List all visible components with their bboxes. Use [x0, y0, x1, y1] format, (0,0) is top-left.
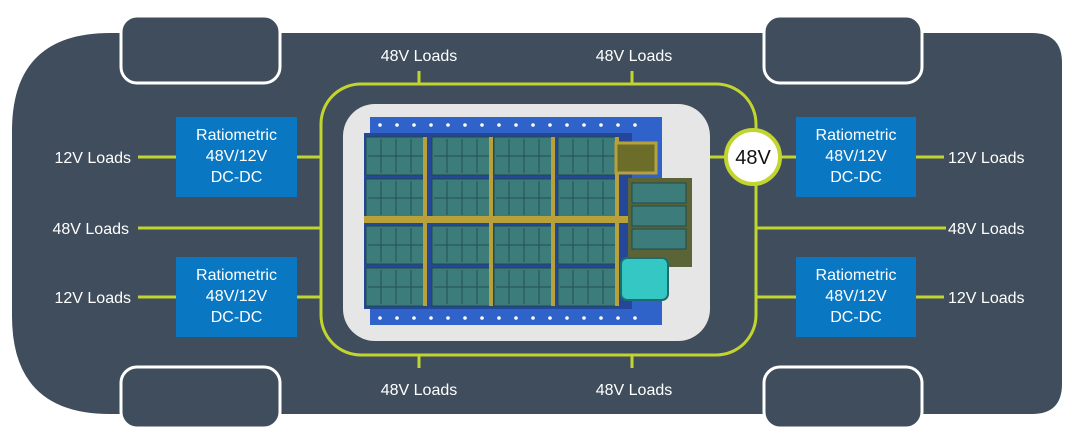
converter-front-left: Ratiometric 48V/12V DC-DC: [176, 117, 297, 197]
side-cell: [631, 182, 687, 204]
frame-bolts: [378, 123, 637, 320]
converter-box: [796, 257, 916, 337]
converter-front-right: Ratiometric 48V/12V DC-DC: [796, 117, 916, 197]
converter-label-line1: Ratiometric: [196, 267, 277, 284]
wheel-front-left: [119, 14, 282, 85]
bms-module: [614, 141, 658, 175]
frame-bolt: [582, 123, 586, 127]
converter-label-line1: Ratiometric: [196, 127, 277, 144]
converter-rear-right: Ratiometric 48V/12V DC-DC: [796, 257, 916, 337]
frame-bolt: [446, 123, 450, 127]
converter-label-line1: Ratiometric: [816, 127, 897, 144]
converter-label-line1: Ratiometric: [816, 267, 897, 284]
frame-bolt: [531, 316, 535, 320]
bus-ring: [319, 82, 758, 357]
frame-bolt: [599, 316, 603, 320]
bus-node-48v: 48V: [724, 128, 782, 186]
frame-bolt: [514, 316, 518, 320]
frame-bolt: [395, 316, 399, 320]
frame-bolt: [599, 123, 603, 127]
side-cell: [631, 228, 687, 250]
frame-bolt: [378, 123, 382, 127]
converter-box: [176, 117, 297, 197]
frame-bolt: [395, 123, 399, 127]
side-cell: [631, 205, 687, 227]
frame-bolt: [480, 316, 484, 320]
frame-bolt: [582, 316, 586, 320]
converter-label-line2: 48V/12V: [825, 288, 887, 305]
wheel-rear-left: [119, 365, 282, 430]
load-label-48v-right: 48V Loads: [948, 221, 1025, 238]
converter-label-line3: DC-DC: [830, 309, 882, 326]
frame-bolt: [412, 123, 416, 127]
frame-bolt: [463, 123, 467, 127]
load-label-bottom-left: 48V Loads: [381, 382, 458, 399]
converter-label-line3: DC-DC: [211, 309, 263, 326]
frame-bolt: [378, 316, 382, 320]
frame-bolt: [616, 123, 620, 127]
wheel-front-right: [762, 14, 924, 85]
load-label-12v-rear-left: 12V Loads: [54, 290, 131, 307]
wheel-rear-right: [762, 365, 924, 430]
frame-bolt: [565, 316, 569, 320]
frame-bolt: [429, 123, 433, 127]
battery-pack: [343, 104, 710, 341]
frame-bolt: [531, 123, 535, 127]
frame-bolt: [412, 316, 416, 320]
bus-node-circle: [724, 128, 782, 186]
frame-bolt: [497, 316, 501, 320]
load-label-12v-front-right: 12V Loads: [948, 150, 1025, 167]
frame-bolt: [463, 316, 467, 320]
interconnect-bar: [364, 216, 632, 223]
load-label-top-right: 48V Loads: [596, 48, 673, 65]
frame-bolt: [514, 123, 518, 127]
frame-bolt: [633, 316, 637, 320]
load-label-48v-left: 48V Loads: [52, 221, 129, 238]
load-label-12v-front-left: 12V Loads: [54, 150, 131, 167]
junction-box: [620, 257, 669, 301]
load-label-12v-rear-right: 12V Loads: [948, 290, 1025, 307]
converter-label-line2: 48V/12V: [206, 288, 268, 305]
converter-label-line3: DC-DC: [830, 169, 882, 186]
frame-bolt: [616, 316, 620, 320]
frame-bolt: [429, 316, 433, 320]
side-cell-modules: [631, 182, 687, 250]
bus-node-label: 48V: [735, 147, 771, 169]
frame-bolt: [548, 123, 552, 127]
converter-label-line2: 48V/12V: [825, 148, 887, 165]
converter-rear-left: Ratiometric 48V/12V DC-DC: [176, 257, 297, 337]
frame-bolt: [497, 123, 501, 127]
frame-bolt: [446, 316, 450, 320]
frame-bolt: [480, 123, 484, 127]
frame-bolt: [633, 123, 637, 127]
load-label-bottom-right: 48V Loads: [596, 382, 673, 399]
load-label-top-left: 48V Loads: [381, 48, 458, 65]
converter-box: [176, 257, 297, 337]
converter-label-line2: 48V/12V: [206, 148, 268, 165]
converter-box: [796, 117, 916, 197]
frame-bolt: [548, 316, 552, 320]
converter-label-line3: DC-DC: [211, 169, 263, 186]
frame-bolt: [565, 123, 569, 127]
